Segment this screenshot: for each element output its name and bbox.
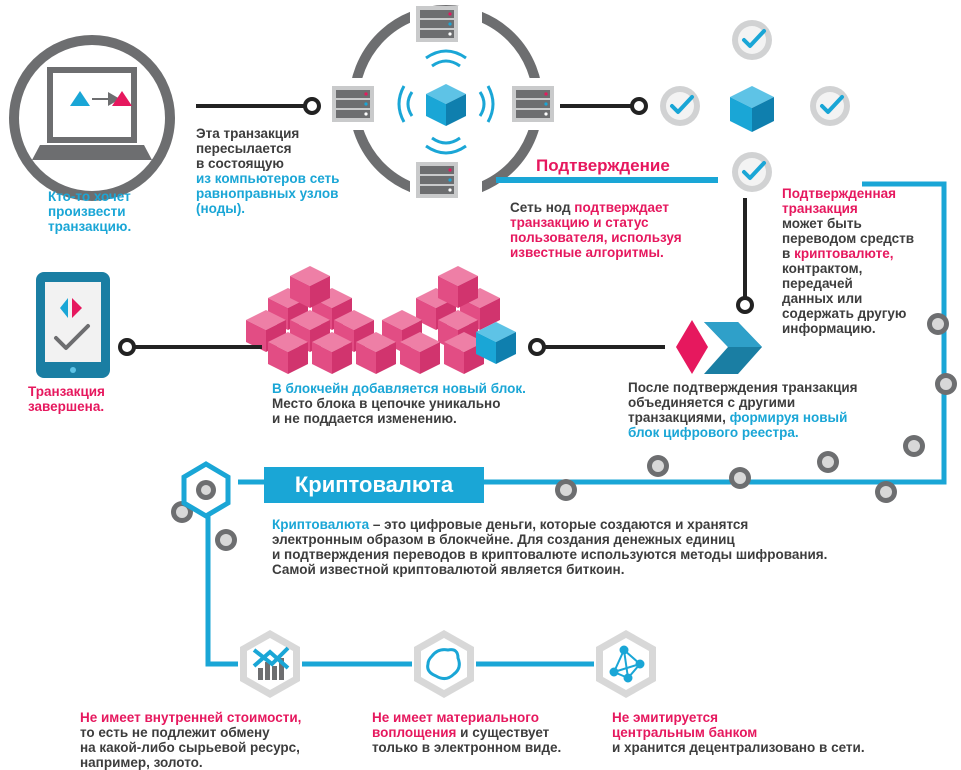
feature-no-form-title: Не имеет материального воплощения	[372, 710, 539, 740]
blockchain-blocks-icon	[246, 266, 516, 374]
step-broadcast-caption: Эта транзакция пересылается в состоящую …	[196, 126, 339, 216]
crypto-hexagon-icon	[181, 461, 231, 519]
merge-caption-highlight: формируя новый блок цифрового реестра.	[628, 410, 848, 440]
server-icon	[416, 6, 458, 42]
crypto-title: Криптовалюта	[264, 467, 484, 503]
confirmation-text-highlight: подтверждает транзакцию и статус пользов…	[510, 200, 682, 260]
feature-no-value-title: Не имеет внутренней стоимости,	[80, 710, 302, 725]
confirmation-text-plain: Сеть нод	[510, 200, 575, 215]
connector-checks-merge	[736, 198, 754, 314]
transaction-cube-icon	[426, 84, 466, 126]
step-broadcast-highlight: из компьютеров сеть равноправных узлов (…	[196, 171, 340, 216]
connector-merge-blockchain	[528, 338, 665, 356]
merge-caption-plain: После подтверждения транзакция объединяе…	[628, 380, 858, 425]
checkmark-icon	[808, 84, 852, 128]
confirmed-text-b: контрактом, передачей данных или содержа…	[782, 261, 907, 336]
laptop-icon	[9, 35, 175, 201]
confirmed-transaction-text: Подтвержденная транзакция может быть пер…	[782, 186, 914, 336]
crypto-definition-text: – это цифровые деньги, которые создаются…	[272, 517, 828, 577]
new-block-cube-icon	[476, 322, 516, 364]
feature-decentralized-text: и хранится децентрализовано в сети.	[612, 740, 865, 755]
confirmed-title: Подтвержденная транзакция	[782, 186, 896, 216]
feature-decentralized: Не эмитируется центральным банком и хран…	[612, 710, 865, 755]
checkmark-icon	[658, 84, 702, 128]
signal-waves-icon	[397, 49, 495, 155]
server-icon	[332, 86, 374, 122]
network-nodes-icon	[609, 645, 645, 683]
shapeless-form-icon	[426, 648, 461, 681]
merge-caption: После подтверждения транзакция объединяе…	[628, 380, 858, 440]
crypto-definition: Криптовалюта – это цифровые деньги, кото…	[272, 517, 827, 577]
confirmation-title: Подтверждение	[536, 156, 670, 175]
value-chart-icon	[252, 646, 290, 680]
confirmation-text: Сеть нод подтверждает транзакцию и стату…	[510, 200, 682, 260]
verification-checks-group	[658, 18, 852, 194]
connector-network-checks	[560, 97, 648, 115]
blockchain-caption: В блокчейн добавляется новый блок. Место…	[272, 381, 526, 426]
crypto-definition-term: Криптовалюта	[272, 517, 370, 532]
blockchain-caption-plain: Место блока в цепочке уникально и не под…	[272, 396, 501, 426]
connector-blockchain-phone	[118, 338, 262, 356]
feature-value-hexagon	[240, 630, 300, 698]
step-broadcast-plain: Эта транзакция пересылается в состоящую	[196, 126, 300, 171]
verified-cube-icon	[730, 86, 774, 132]
feature-network-hexagon	[596, 630, 656, 698]
merge-chevron-icon	[676, 320, 762, 374]
confirmed-crypto-word: криптовалюте,	[794, 246, 894, 261]
feature-no-form-text: и существует только в электронном виде.	[372, 725, 562, 755]
feature-no-form: Не имеет материального воплощения и суще…	[372, 710, 561, 755]
connector-laptop-network	[196, 97, 321, 115]
feature-no-value-text: то есть не подлежит обмену на какой-либо…	[80, 725, 300, 770]
checkmark-icon	[730, 150, 774, 194]
node-network-icon	[332, 5, 556, 202]
smartphone-icon	[36, 272, 110, 378]
server-icon	[512, 86, 554, 122]
step-done-caption: Транзакция завершена.	[28, 384, 105, 414]
confirmed-text-a: может быть переводом средств в	[782, 216, 915, 261]
feature-no-value: Не имеет внутренней стоимости, то есть н…	[80, 710, 301, 770]
checkmark-icon	[730, 18, 774, 62]
blockchain-caption-highlight: В блокчейн добавляется новый блок.	[272, 381, 526, 396]
step-start-caption: Кто-то хочет произвести транзакцию.	[48, 189, 132, 234]
server-icon	[416, 162, 458, 198]
feature-decentralized-title: Не эмитируется центральным банком	[612, 710, 758, 740]
feature-form-hexagon	[414, 630, 474, 698]
